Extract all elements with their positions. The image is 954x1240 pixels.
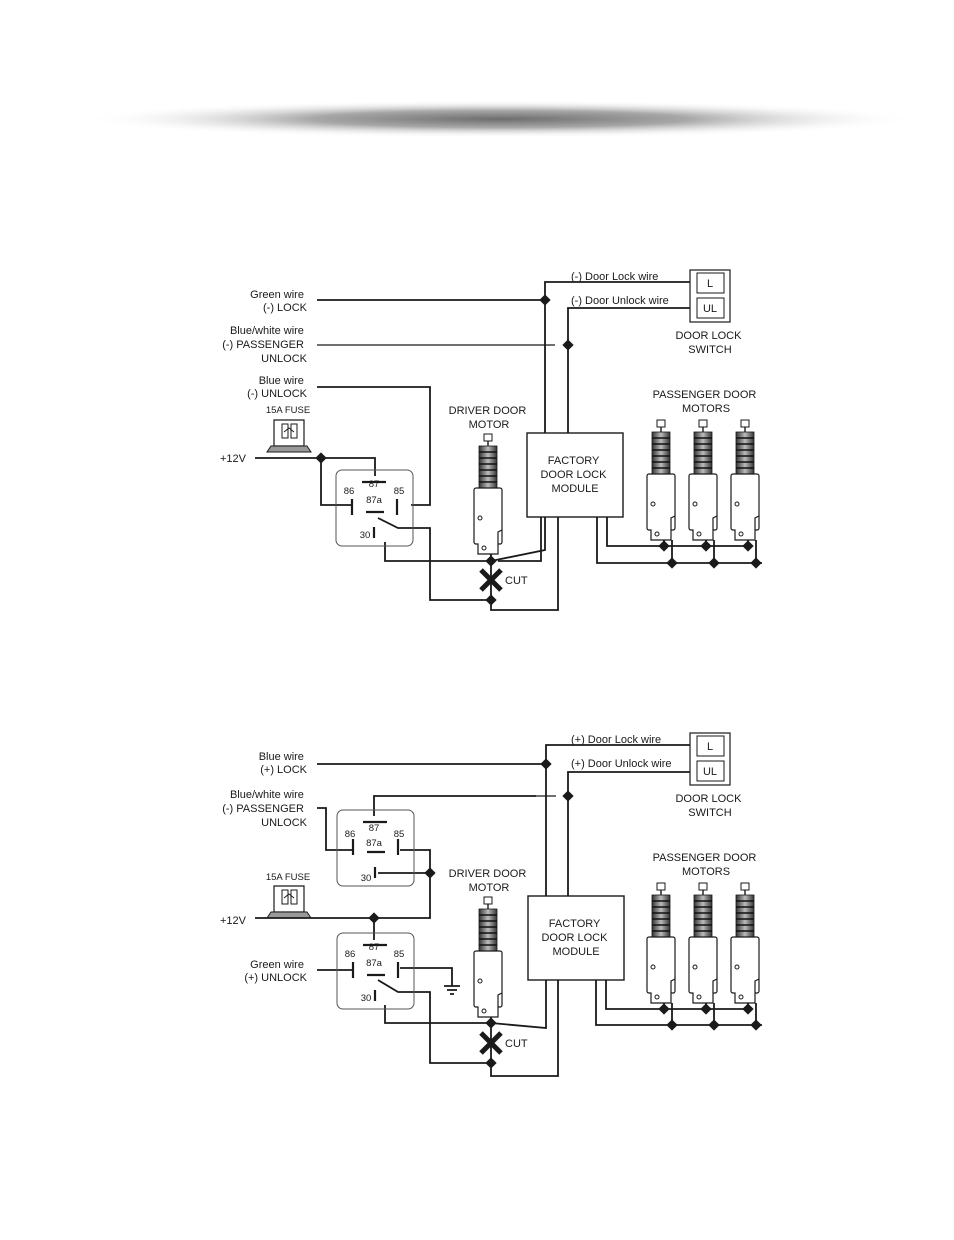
door-lock-switch-label-2: DOOR LOCK SWITCH [675,793,744,819]
relay-30-wire [384,542,491,562]
switch-lock-button-2 [696,735,725,757]
blue-unlock-wire [317,386,431,506]
switch-lock-button [696,272,725,294]
relay1-pin-87a: 87a [366,838,383,849]
cut-x-icon [479,568,503,592]
relay1-pin-86: 86 [345,829,356,840]
factory-module-label: FACTORY DOOR LOCK MODULE [540,455,609,495]
passenger-motor-1-icon-2 [646,882,676,1004]
factory-module-label-2: FACTORY DOOR LOCK MODULE [541,918,610,958]
blue-lock-wire [317,744,690,765]
relay1-pin-85: 85 [394,829,405,840]
driver-door-motor-icon [473,433,503,555]
relay2-pin-30: 30 [361,993,372,1004]
switch-ul-label: UL [703,303,717,315]
passenger-motor-3-icon-2 [730,882,760,1004]
relay1-pin-30: 30 [361,873,372,884]
factory-module-box [526,432,624,518]
passenger-motor-1-icon [646,419,676,541]
door-unlock-wire-label: (-) Door Unlock wire [571,295,669,307]
blue-wire-label: Blue wire (-) UNLOCK [247,375,308,400]
passenger-motor-bus [596,517,762,564]
cut-x-icon-2 [479,1031,503,1055]
relay2-pin-86: 86 [345,949,356,960]
passenger-motor-2-icon-2 [688,882,718,1004]
factory-module-box-2 [527,895,625,981]
fuse-label: 15A FUSE [266,405,310,416]
switch-unlock-button [696,297,725,319]
switch-unlock-button-2 [696,760,725,782]
relay1-87-wire [373,795,536,816]
motor-to-module-wire [498,517,542,562]
green-wire-label-2: Green wire (+) UNLOCK [244,959,307,984]
relay-pin-85: 85 [394,486,405,497]
door-lock-wire-label: (-) Door Lock wire [571,271,658,283]
relay1-85-wire [374,849,431,919]
switch-l-label-2: L [707,741,713,753]
door-lock-switch-label: DOOR LOCK SWITCH [675,330,744,356]
cut-label-2: CUT [505,1038,528,1050]
power-12v-label: +12V [220,453,247,465]
passenger-motor-3-icon [730,419,760,541]
relay2-30-wire [384,1005,491,1024]
passenger-motor-2-icon [688,419,718,541]
relay-87a-wire [377,517,491,601]
switch-ul-label-2: UL [703,766,717,778]
switch-l-label: L [707,278,713,290]
fuse-icon [266,419,312,453]
header-gradient-bar [80,100,920,138]
blue-wire-label-2: Blue wire (+) LOCK [259,751,308,776]
junction-dots-2 [368,758,762,1069]
relay-86-wire [320,458,351,506]
blue-white-wire-label-2: Blue/white wire (-) PASSENGER UNLOCK [222,789,307,829]
fuse-label-2: 15A FUSE [266,872,310,883]
relay1-pin-87: 87 [369,823,380,834]
relay2-pin-87a: 87a [366,958,383,969]
relay-pin-87a: 87a [366,495,383,506]
passenger-motors-label: PASSENGER DOOR MOTORS [653,389,760,415]
diagram-negative-trigger: Green wire (-) LOCK Blue/white wire (-) … [220,269,762,611]
relay-pin-30: 30 [360,530,371,541]
ground-icon [444,985,460,995]
passenger-motors-label-2: PASSENGER DOOR MOTORS [653,852,760,878]
passenger-unlock-relay-wire [317,807,352,851]
door-unlock-wire-label-2: (+) Door Unlock wire [571,758,672,770]
junction-dots [315,294,762,606]
unlock-trunk-wire [567,307,690,433]
driver-motor-label-2: DRIVER DOOR MOTOR [449,868,530,894]
relay-pin-86: 86 [344,486,355,497]
cut-label: CUT [505,575,528,587]
relay2-pin-85: 85 [394,949,405,960]
relay2-85-ground-wire [400,967,453,986]
motor-return-wire [490,517,559,611]
power-wire [255,457,376,476]
green-lock-wire [317,281,690,301]
green-wire-label: Green wire (-) LOCK [250,289,308,314]
relay-pin-87: 87 [369,479,380,490]
passenger-motor-bus-2 [595,980,762,1026]
driver-door-motor-icon-2 [473,896,503,1018]
lock-trunk-wire [490,300,546,562]
relay2-87a-wire [377,979,491,1064]
blue-white-wire-label: Blue/white wire (-) PASSENGER UNLOCK [222,325,307,365]
unlock-trunk-wire-2 [567,771,690,896]
power-wire-2 [255,917,375,940]
power-12v-label-2: +12V [220,915,247,927]
relay2-pin-87: 87 [369,942,380,953]
lock-trunk-wire-2 [490,764,547,1029]
fuse-icon-2 [266,885,312,919]
door-lock-wire-label-2: (+) Door Lock wire [571,734,661,746]
driver-motor-label: DRIVER DOOR MOTOR [449,405,530,431]
diagram-positive-trigger: Blue wire (+) LOCK Blue/white wire (-) P… [220,732,762,1077]
